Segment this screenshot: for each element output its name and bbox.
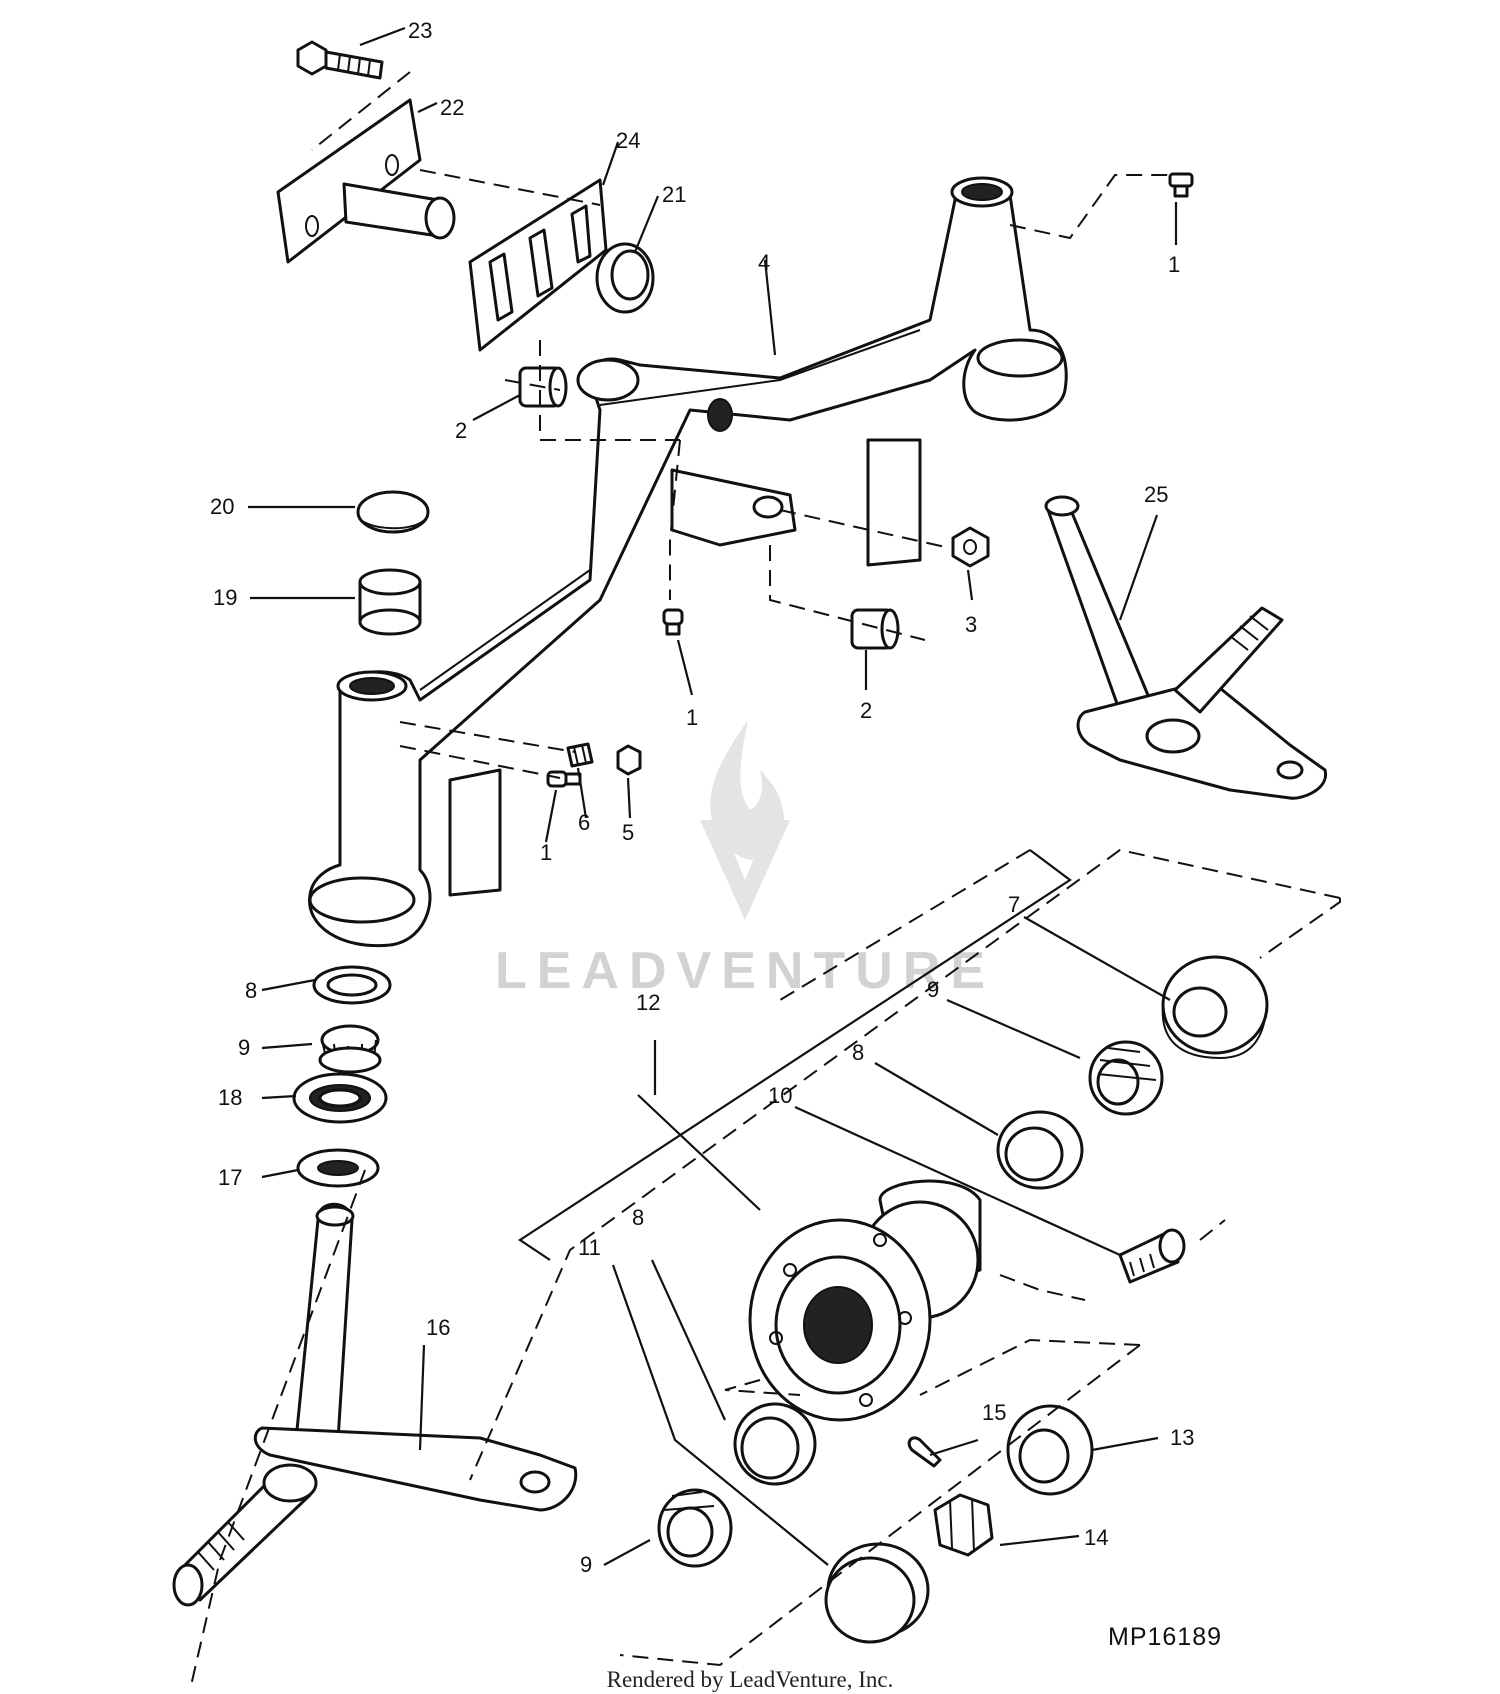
seal-7: [1161, 955, 1269, 1060]
callout-25: 25: [1144, 482, 1168, 507]
bolt-23: [296, 40, 384, 80]
bearing-cup-8-right: [996, 1110, 1084, 1190]
nut-3: [951, 526, 990, 568]
callout-5: 5: [622, 820, 634, 845]
grease-fitting-1-low: [546, 770, 582, 788]
callout-21: 21: [662, 182, 686, 207]
callout-23: 23: [408, 18, 432, 43]
callout-11: 11: [578, 1235, 601, 1260]
washer-13: [1006, 1404, 1094, 1496]
watermark-text: LEADVENTURE: [495, 942, 995, 1000]
callout-14: 14: [1084, 1525, 1108, 1550]
slotted-plate-24: [468, 178, 608, 352]
callout-12: 12: [636, 990, 660, 1015]
assembly-lines: [189, 71, 1341, 1691]
callout-2-lower: 2: [860, 698, 872, 723]
castle-nut-14: [933, 1493, 994, 1557]
callout-7: 7: [1008, 892, 1020, 917]
hub-assembly-12-bracket: [518, 849, 1072, 1261]
bushing-19: [358, 568, 422, 636]
figure-id: MP16189: [1108, 1623, 1222, 1651]
callout-9-right: 9: [927, 977, 939, 1002]
wheel-bolt-10: [1118, 1228, 1186, 1284]
axle-frame-4: [308, 176, 1068, 948]
callout-1-mid: 1: [686, 705, 698, 730]
spindle-25: [1044, 495, 1327, 800]
callout-10: 10: [768, 1083, 792, 1108]
v-logo-icon: [700, 820, 790, 920]
callout-9-lower: 9: [580, 1552, 592, 1577]
bushing-2-lower: [850, 608, 900, 650]
callout-19: 19: [213, 585, 237, 610]
wheel-hub-12: [748, 1179, 982, 1422]
bushing-21: [595, 242, 655, 314]
callout-15: 15: [982, 1400, 1006, 1425]
render-credit: Rendered by LeadVenture, Inc.: [607, 1667, 894, 1692]
callout-9-left: 9: [238, 1035, 250, 1060]
callout-16: 16: [426, 1315, 450, 1340]
callout-4: 4: [758, 250, 770, 275]
callout-labels: 23 22 24 21 4 1 2 20 19 3 25 1 2 6 5 1 7…: [210, 18, 1194, 1577]
grease-fitting-1-top: [1168, 172, 1194, 198]
washer-17: [296, 1148, 380, 1188]
cap-20: [356, 490, 430, 534]
callout-8-left: 8: [245, 978, 257, 1003]
bearing-cup-8-lower: [733, 1402, 817, 1486]
cotter-pin-15: [907, 1436, 942, 1468]
bracket-plate-22: [276, 98, 456, 264]
callout-3: 3: [965, 612, 977, 637]
spindle-16: [172, 1202, 578, 1607]
callout-13: 13: [1170, 1425, 1194, 1450]
dust-cap-11: [824, 1542, 930, 1644]
callout-18: 18: [218, 1085, 242, 1110]
bearing-cup-8-left: [312, 965, 392, 1005]
seal-18: [292, 1072, 388, 1124]
callout-6: 6: [578, 810, 590, 835]
callout-2-upper: 2: [455, 418, 467, 443]
callout-20: 20: [210, 494, 234, 519]
callout-8-right: 8: [852, 1040, 864, 1065]
callout-8-lower: 8: [632, 1205, 644, 1230]
cone-bearing-9-lower: [657, 1488, 733, 1568]
cone-bearing-9-left: [318, 1024, 382, 1074]
callout-24: 24: [616, 128, 640, 153]
leader-lines: [248, 26, 1178, 1566]
callout-1-low: 1: [540, 840, 552, 865]
nut-5: [616, 744, 642, 776]
callout-22: 22: [440, 95, 464, 120]
grease-fitting-1-mid: [662, 608, 684, 636]
callout-1-top: 1: [1168, 252, 1180, 277]
callout-17: 17: [218, 1165, 242, 1190]
cone-bearing-9-right: [1088, 1040, 1164, 1116]
set-screw-6: [566, 742, 594, 768]
flame-logo-icon: [710, 720, 785, 860]
